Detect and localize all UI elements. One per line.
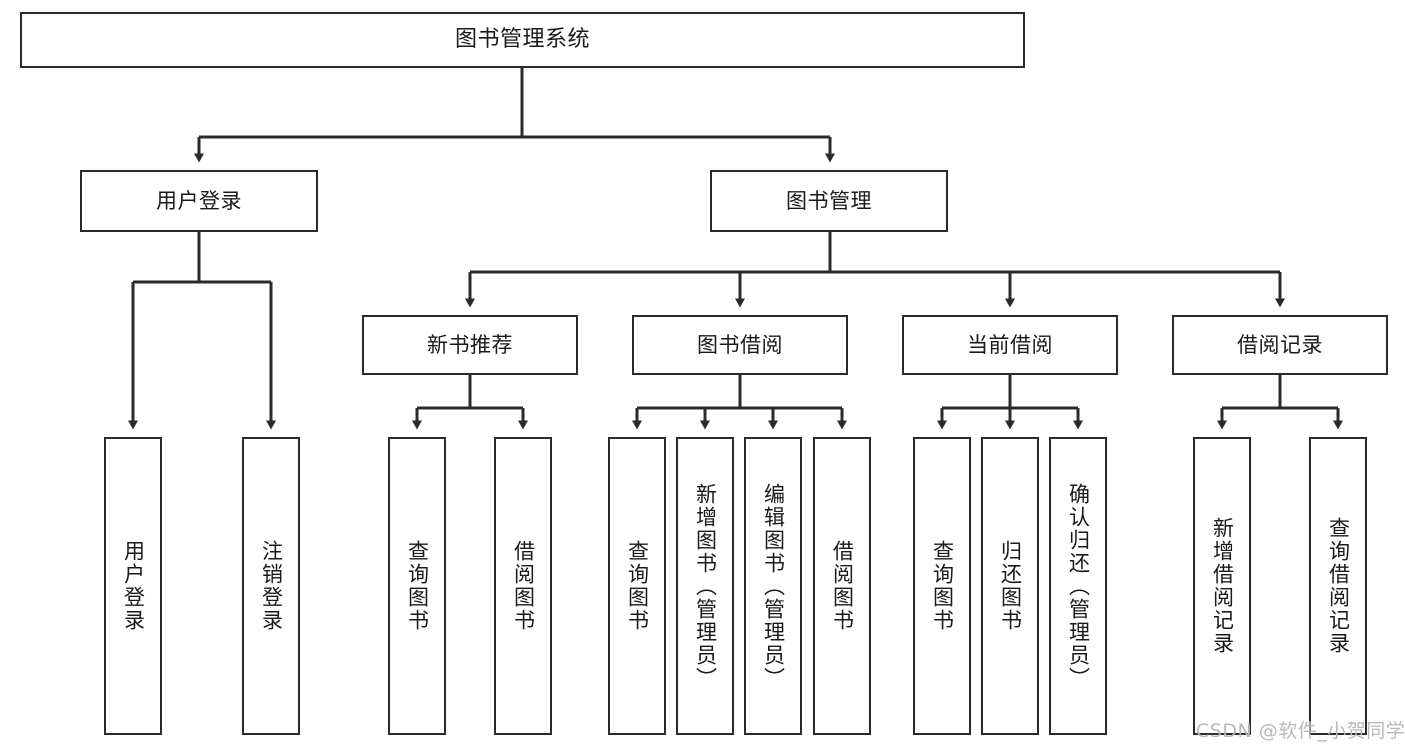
node-book-management[interactable]: 图书管理 <box>710 170 948 232</box>
node-label: 图书借阅 <box>697 332 783 357</box>
node-label: 确认归还（管理员） <box>1066 482 1091 690</box>
node-leaf-borrow-book-recommend[interactable]: 借阅图书 <box>494 437 552 735</box>
node-label: 借阅图书 <box>511 540 536 632</box>
node-label: 注销登录 <box>259 540 284 632</box>
node-leaf-confirm-return-admin[interactable]: 确认归还（管理员） <box>1049 437 1107 735</box>
node-leaf-query-borrow-record[interactable]: 查询借阅记录 <box>1309 437 1367 735</box>
node-label: 查询图书 <box>930 540 955 632</box>
node-leaf-logout[interactable]: 注销登录 <box>242 437 300 735</box>
node-leaf-edit-book-admin[interactable]: 编辑图书（管理员） <box>744 437 802 735</box>
node-leaf-query-book-recommend[interactable]: 查询图书 <box>388 437 446 735</box>
node-label: 新书推荐 <box>427 332 513 357</box>
node-label: 编辑图书（管理员） <box>761 482 786 690</box>
node-leaf-query-book-borrow[interactable]: 查询图书 <box>608 437 666 735</box>
node-label: 查询图书 <box>405 540 430 632</box>
node-label: 新增借阅记录 <box>1210 517 1235 655</box>
node-label: 查询借阅记录 <box>1326 517 1351 655</box>
node-leaf-user-login[interactable]: 用户登录 <box>104 437 162 735</box>
node-leaf-return-book[interactable]: 归还图书 <box>981 437 1039 735</box>
node-label: 借阅记录 <box>1237 332 1323 357</box>
node-label: 新增图书（管理员） <box>693 482 718 690</box>
node-leaf-query-book-current[interactable]: 查询图书 <box>913 437 971 735</box>
node-user-login[interactable]: 用户登录 <box>80 170 318 232</box>
node-label: 借阅图书 <box>830 540 855 632</box>
node-label: 用户登录 <box>156 188 242 213</box>
node-borrow-record[interactable]: 借阅记录 <box>1172 315 1388 375</box>
node-leaf-add-book-admin[interactable]: 新增图书（管理员） <box>676 437 734 735</box>
node-leaf-add-borrow-record[interactable]: 新增借阅记录 <box>1193 437 1251 735</box>
node-label: 归还图书 <box>998 540 1023 632</box>
node-label: 当前借阅 <box>967 332 1053 357</box>
node-current-borrow[interactable]: 当前借阅 <box>902 315 1118 375</box>
node-new-book-recommend[interactable]: 新书推荐 <box>362 315 578 375</box>
node-leaf-borrow-book[interactable]: 借阅图书 <box>813 437 871 735</box>
node-root-system[interactable]: 图书管理系统 <box>20 12 1025 68</box>
node-label: 用户登录 <box>121 540 146 632</box>
node-book-borrow[interactable]: 图书借阅 <box>632 315 848 375</box>
node-label: 图书管理 <box>786 188 872 213</box>
node-label: 图书管理系统 <box>454 27 590 53</box>
node-label: 查询图书 <box>625 540 650 632</box>
